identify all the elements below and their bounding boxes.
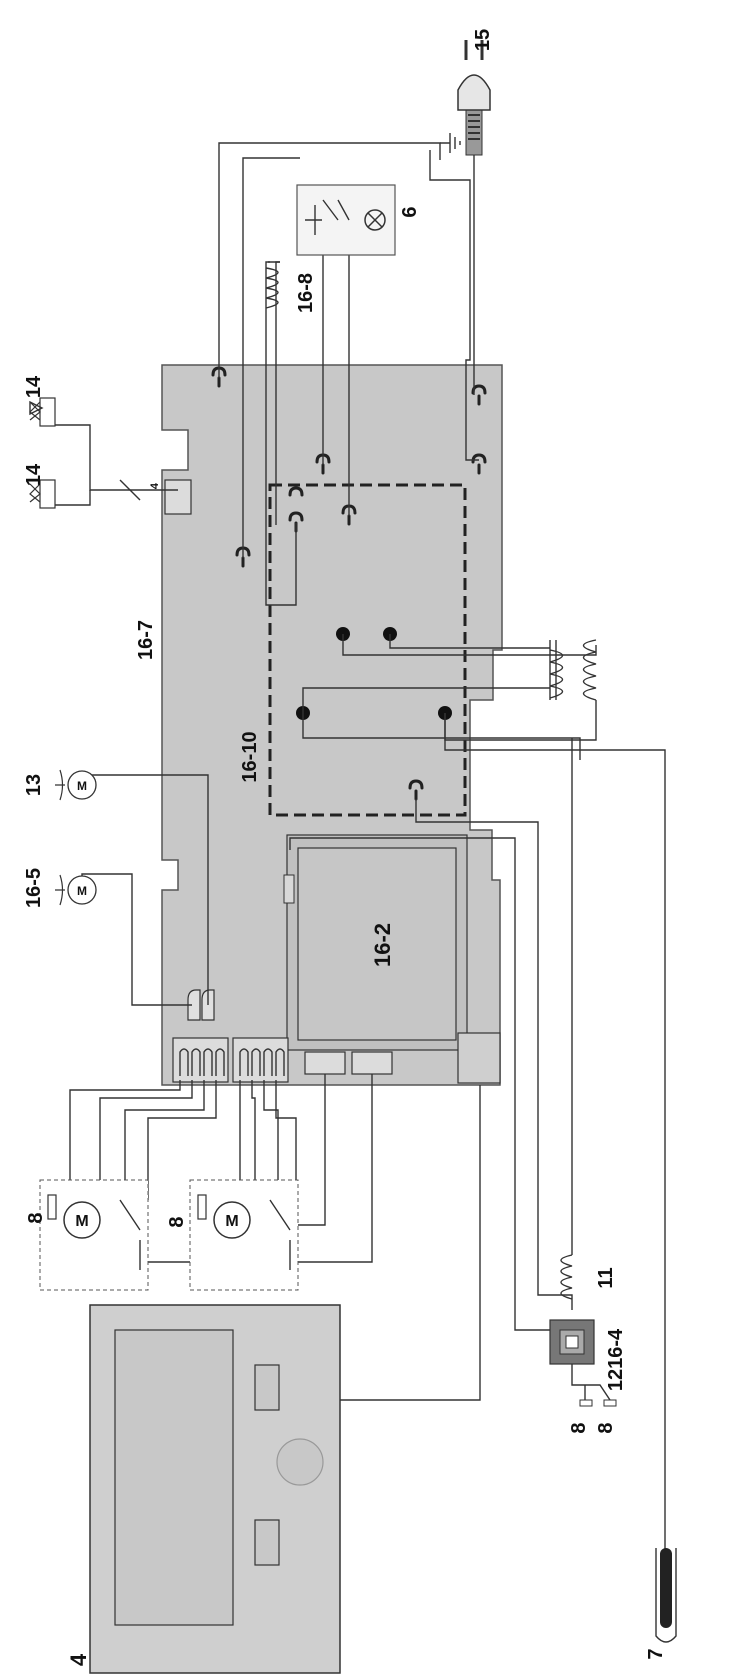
label-4-small: 4 (149, 482, 161, 489)
connector-14 (164, 479, 192, 515)
control-panel-4 (89, 1304, 341, 1674)
label-1216-4: 1216-4 (605, 1328, 627, 1391)
label-14-b: 14 (23, 463, 45, 486)
label-14-a: 14 (23, 375, 45, 398)
valve-14-b (29, 479, 56, 509)
label-15: 15 (472, 29, 494, 51)
label-8-c: 8 (568, 1422, 590, 1433)
label-16-8: 16-8 (295, 273, 317, 313)
label-16-2: 16-2 (370, 923, 395, 967)
motor-glyph-13: M (77, 779, 87, 793)
label-4: 4 (66, 1653, 91, 1666)
coil-16-8 (265, 261, 280, 309)
switch-6 (296, 184, 396, 256)
label-8-b: 8 (166, 1216, 188, 1227)
label-11: 11 (595, 1267, 617, 1288)
labels: 15 6 16-8 14 14 4 16-7 13 16-5 16-10 16-… (23, 29, 667, 1666)
label-13: 13 (23, 774, 45, 796)
transformer (549, 639, 597, 701)
board-connectors (172, 1037, 393, 1083)
label-8-d: 8 (595, 1422, 617, 1433)
buttons-8 (579, 1399, 617, 1407)
coil-11 (560, 1254, 573, 1300)
motor-8-b: M (189, 1179, 299, 1291)
motor-glyph-8b: M (225, 1213, 238, 1230)
sensor-1216-4 (549, 1319, 595, 1365)
fan-13: M (55, 769, 97, 801)
label-16-10: 16-10 (239, 731, 261, 782)
fan-16-5: M (55, 874, 97, 906)
valve-14-a (29, 397, 56, 427)
module-16-2 (283, 834, 501, 1084)
label-6: 6 (399, 206, 421, 217)
label-8-a: 8 (25, 1212, 47, 1223)
label-16-5: 16-5 (23, 868, 45, 908)
plug-15 (457, 40, 491, 156)
probe-7 (655, 1548, 677, 1643)
motor-glyph-8a: M (75, 1213, 88, 1230)
motor-glyph-16-5: M (77, 884, 87, 898)
label-16-7: 16-7 (135, 620, 157, 660)
motor-8-a: M (39, 1179, 149, 1291)
dashed-region-16-10 (268, 483, 467, 817)
label-7: 7 (645, 1648, 667, 1659)
